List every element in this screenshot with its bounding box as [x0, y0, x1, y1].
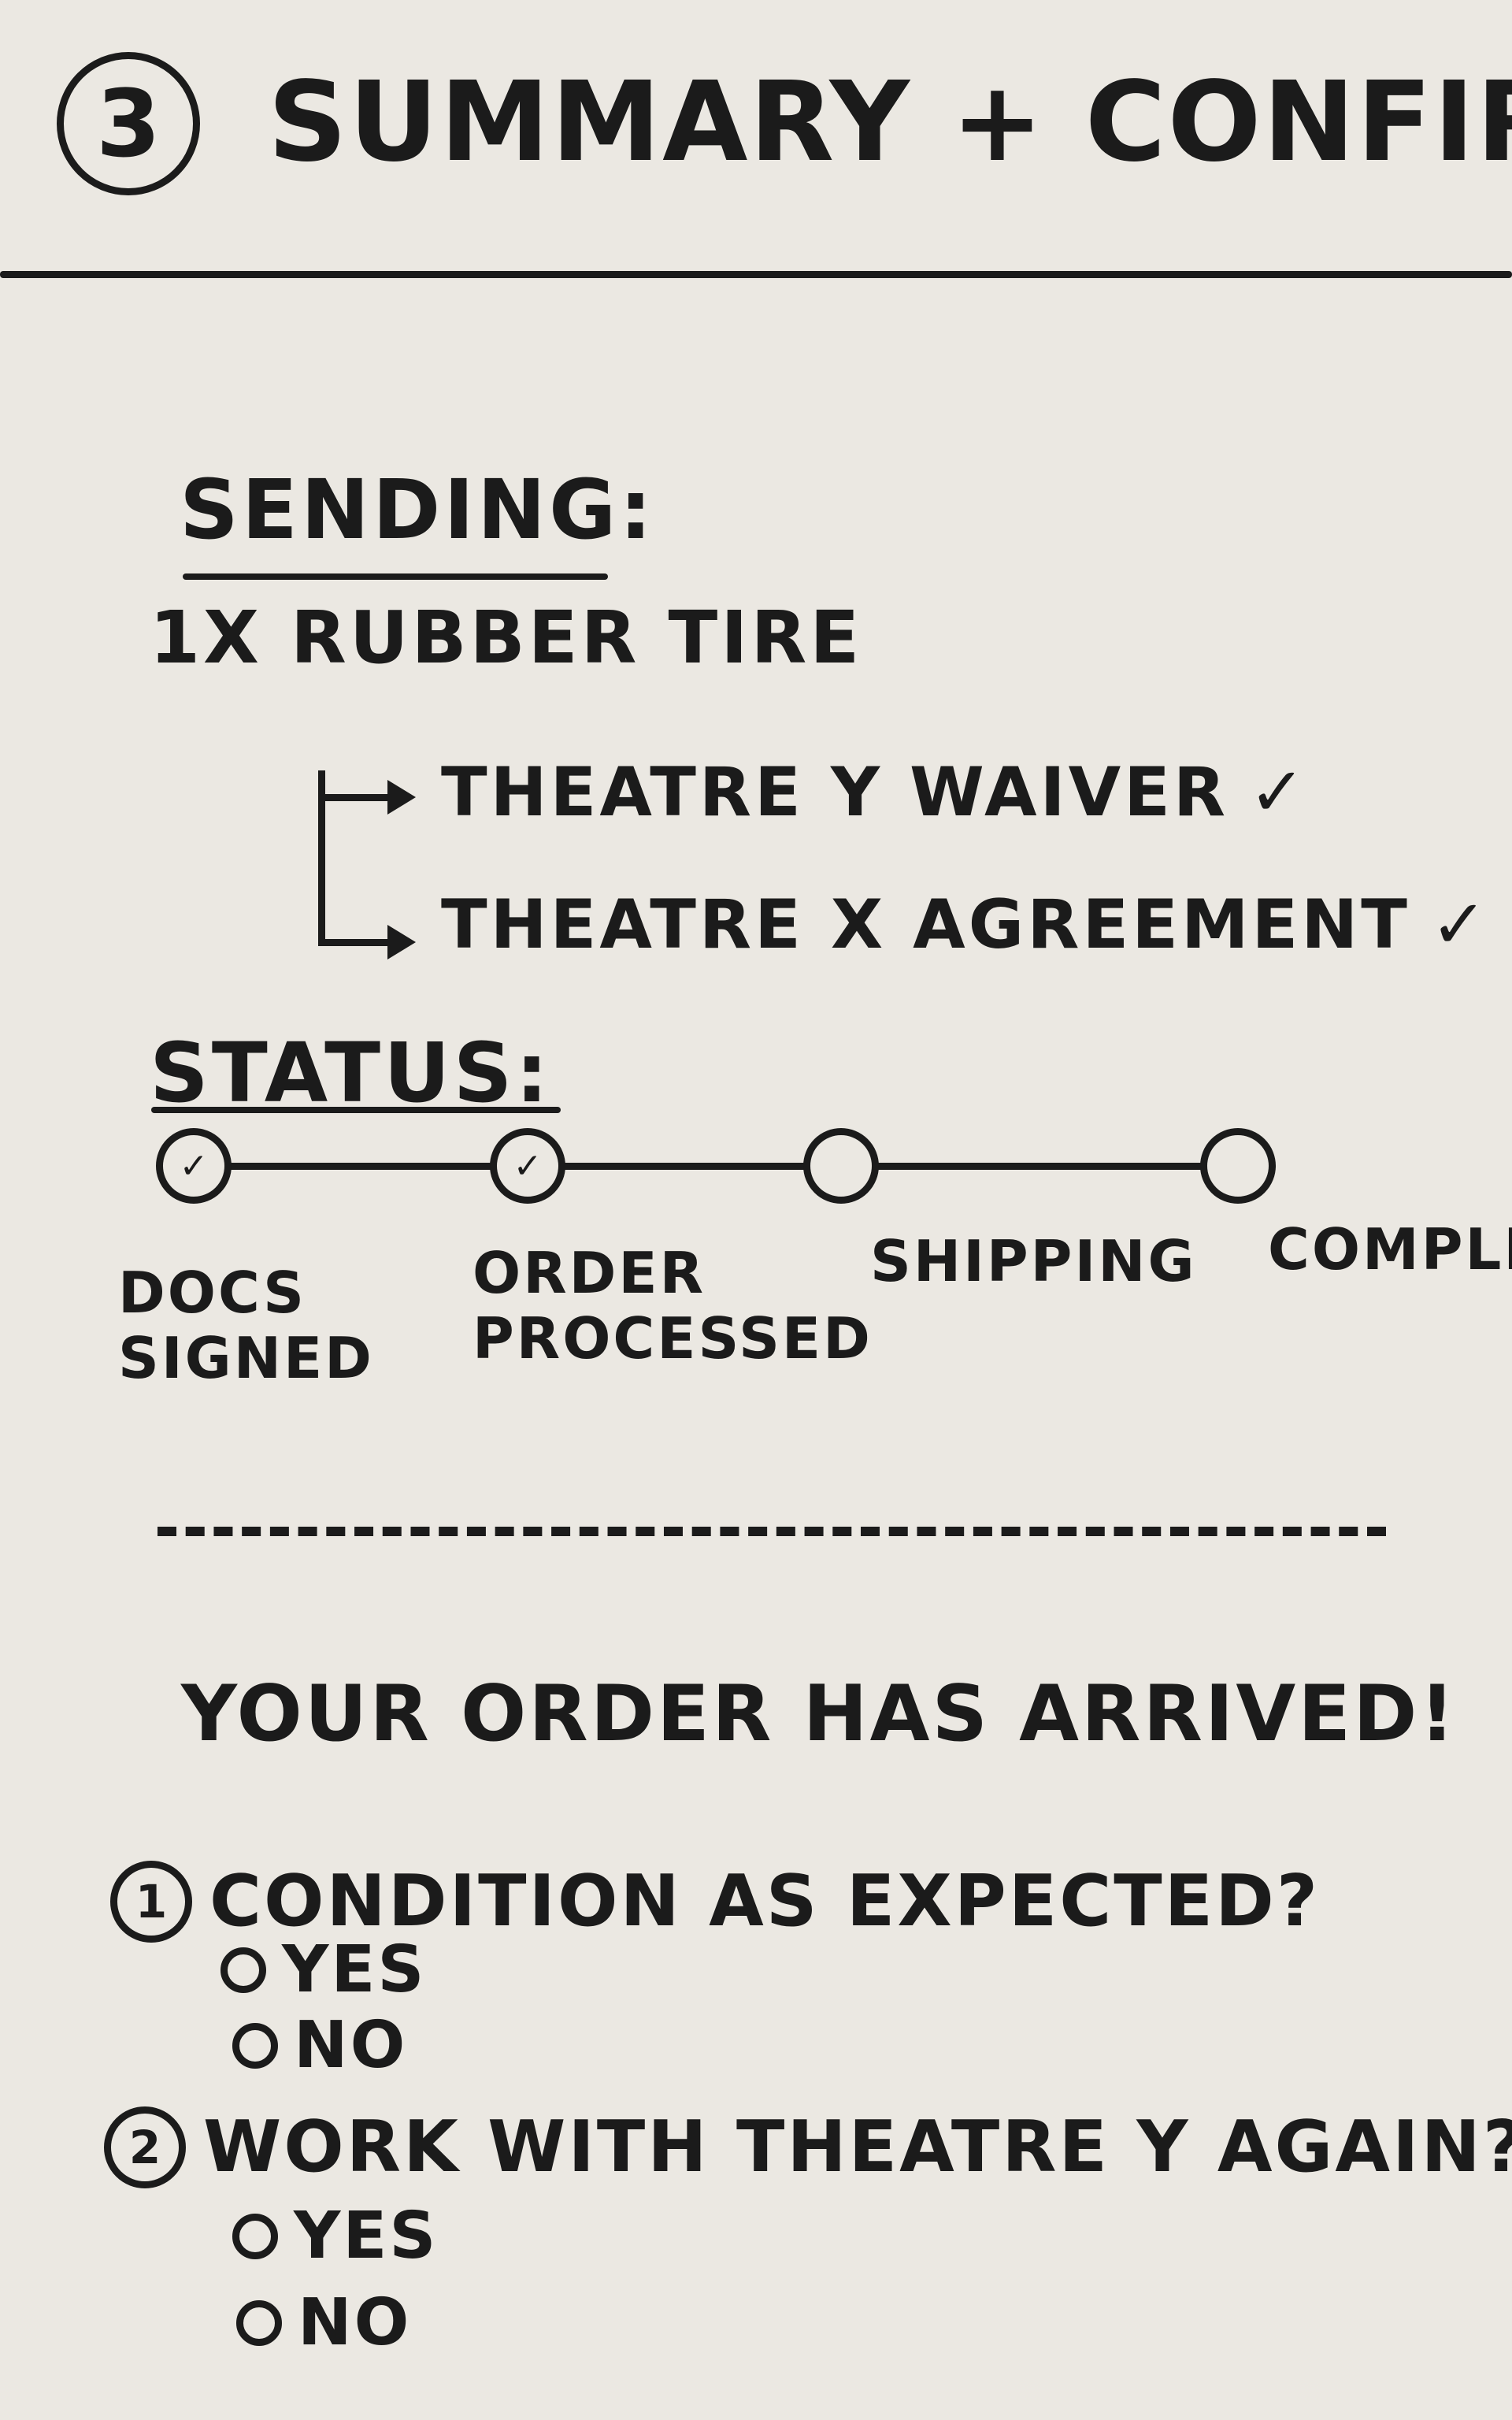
step-number-badge: 3: [57, 52, 200, 195]
status-label-complete: COMPLETE: [1268, 1216, 1512, 1282]
document-label: THEATRE X AGREEMENT: [441, 885, 1410, 964]
question-number-badge: 1: [110, 1861, 192, 1943]
bracket-line: [318, 770, 325, 945]
check-icon: ✓: [1248, 753, 1306, 832]
status-node-complete: [1200, 1128, 1276, 1204]
status-node-shipping: [803, 1128, 879, 1204]
document-label: THEATRE Y WAIVER: [441, 753, 1229, 832]
check-icon: ✓: [1430, 885, 1488, 964]
arrival-message: YOUR ORDER HAS ARRIVED!: [181, 1669, 1458, 1759]
question-text: WORK WITH THEATRE Y AGAIN?: [203, 2106, 1512, 2188]
bracket-branch-2: [318, 939, 389, 946]
header-divider: [0, 271, 1512, 278]
option-yes[interactable]: YES: [220, 1932, 426, 2009]
option-label: YES: [282, 1932, 427, 2007]
status-node-docs-signed: ✓: [156, 1128, 232, 1204]
arrow-right-icon: [387, 925, 416, 959]
sending-heading-underline: [183, 573, 608, 580]
radio-button[interactable]: [220, 1947, 266, 1994]
radio-button[interactable]: [232, 2214, 278, 2260]
check-icon: ✓: [179, 1145, 209, 1186]
sending-item: 1x RUBBER TIRE: [150, 596, 863, 680]
step-number: 3: [95, 69, 161, 178]
option-yes[interactable]: YES: [232, 2198, 438, 2275]
page-title: SUMMARY + CONFIRM: [268, 58, 1512, 187]
arrow-right-icon: [387, 780, 416, 815]
status-node-order-processed: ✓: [490, 1128, 565, 1204]
question-text: CONDITION AS EXPECTED?: [209, 1860, 1321, 1943]
option-label: NO: [294, 2008, 408, 2083]
check-icon: ✓: [513, 1145, 543, 1186]
question-1: 1 CONDITION AS EXPECTED?: [110, 1859, 1320, 1944]
status-label-order-processed: ORDER PROCESSED: [472, 1240, 873, 1371]
sending-heading: SENDING:: [180, 462, 655, 558]
status-heading: STATUS:: [150, 1025, 552, 1121]
question-2: 2 WORK WITH THEATRE Y AGAIN?: [104, 2105, 1512, 2190]
status-heading-underline: [151, 1107, 561, 1113]
bracket-branch-1: [318, 794, 389, 801]
question-number: 1: [135, 1875, 168, 1928]
option-no[interactable]: NO: [232, 2007, 407, 2084]
radio-button[interactable]: [236, 2300, 282, 2347]
option-label: YES: [294, 2199, 439, 2273]
dashed-divider: [158, 1527, 1386, 1536]
document-item[interactable]: THEATRE X AGREEMENT ✓: [441, 885, 1488, 966]
option-label: NO: [298, 2285, 412, 2360]
option-no[interactable]: NO: [236, 2285, 411, 2362]
radio-button[interactable]: [232, 2023, 278, 2069]
document-item[interactable]: THEATRE Y WAIVER ✓: [441, 752, 1306, 833]
status-label-shipping: SHIPPING: [870, 1228, 1197, 1294]
question-number-badge: 2: [104, 2106, 186, 2188]
status-label-docs-signed: DOCS SIGNED: [118, 1260, 374, 1391]
question-number: 2: [128, 2121, 161, 2174]
status-track-line: [189, 1163, 1276, 1170]
